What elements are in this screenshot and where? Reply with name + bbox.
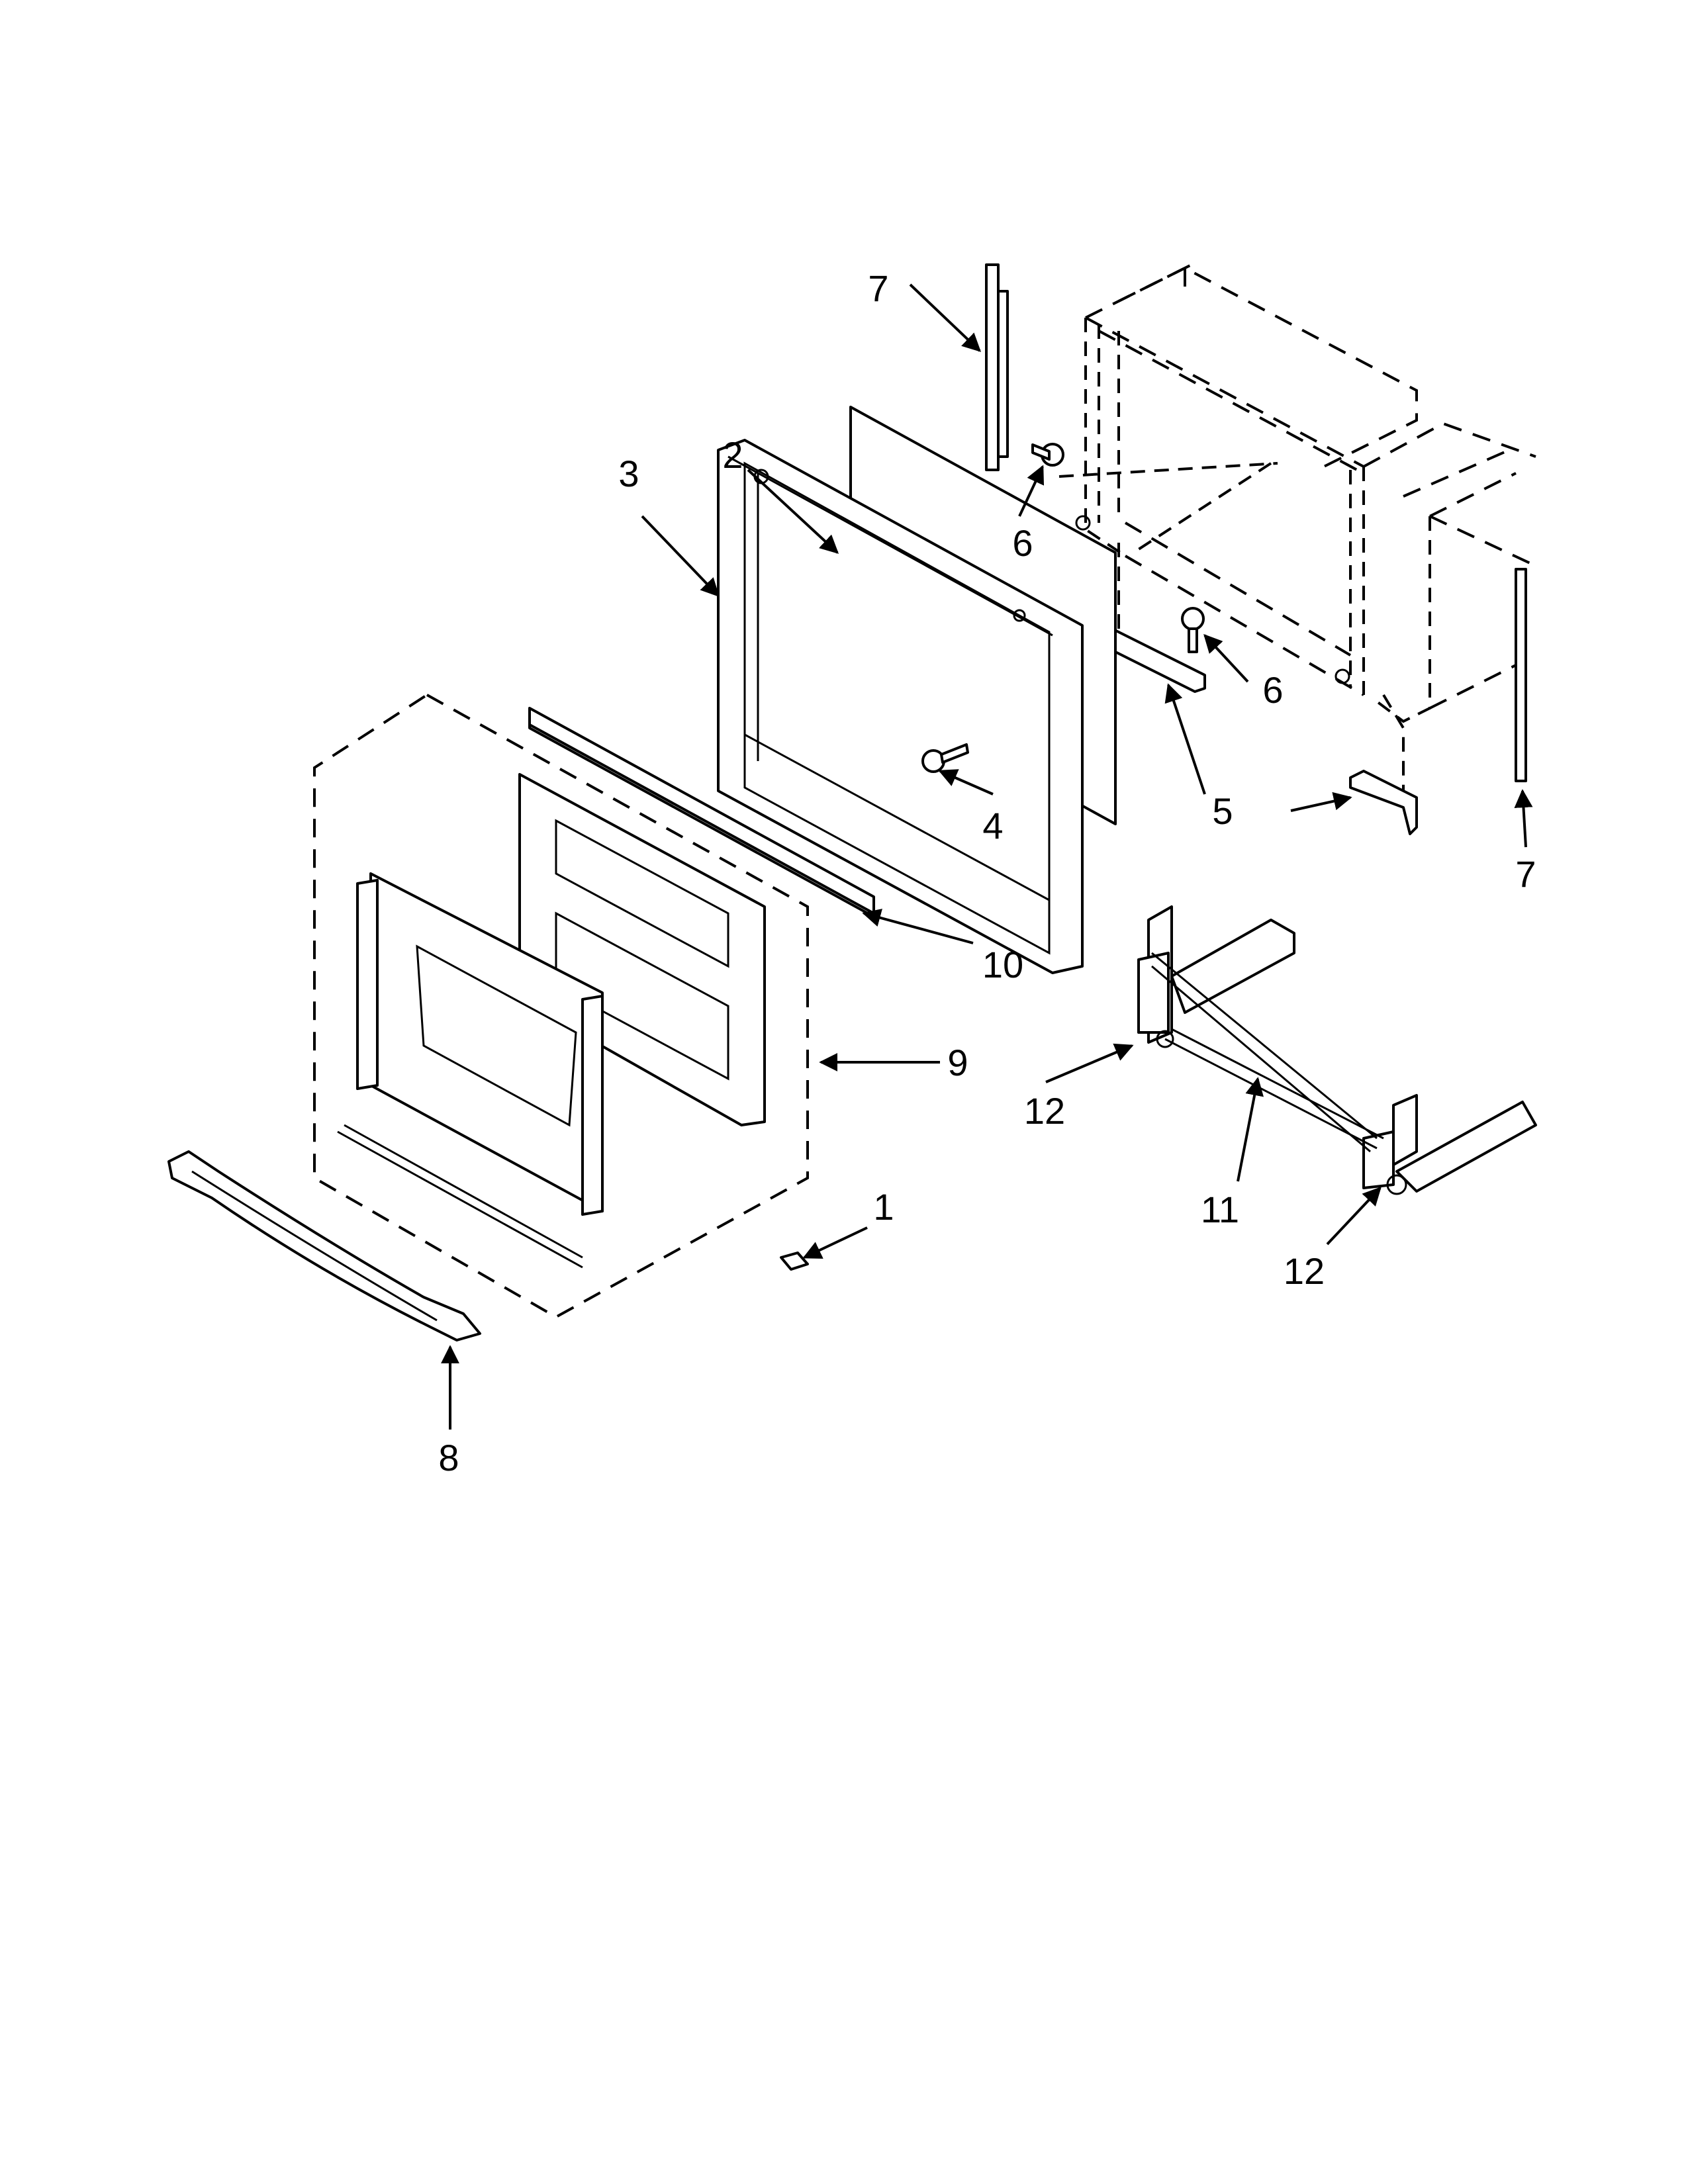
part-8-handle xyxy=(167,1150,481,1342)
callout-6-upper: 6 xyxy=(1012,522,1033,564)
part-11-hinge-link xyxy=(1151,952,1384,1153)
callout-9: 9 xyxy=(947,1042,968,1083)
callout-12-right: 12 xyxy=(1284,1250,1325,1292)
callout-labels: 7 6 2 3 4 6 5 7 10 9 12 11 12 1 8 xyxy=(438,267,1536,1479)
callout-7-lower: 7 xyxy=(1515,853,1536,895)
callout-1: 1 xyxy=(873,1186,894,1228)
part-12-hinge-left xyxy=(1137,905,1295,1048)
callout-4: 4 xyxy=(982,805,1003,846)
part-5-bracket-lower xyxy=(1349,770,1418,835)
oven-cavity-outline xyxy=(1058,263,1536,794)
part-7-trim-right xyxy=(1515,568,1527,782)
callout-10: 10 xyxy=(982,944,1023,985)
part-6-screw-lower xyxy=(1181,607,1205,653)
callout-11: 11 xyxy=(1201,1189,1239,1230)
part-3-door-frame xyxy=(717,439,1084,974)
part-4-screw xyxy=(921,743,969,773)
part-6-screw-upper xyxy=(1031,443,1064,467)
callout-7-upper: 7 xyxy=(868,267,888,309)
part-12-hinge-right xyxy=(1362,1094,1537,1195)
callout-8: 8 xyxy=(438,1437,459,1479)
callout-2: 2 xyxy=(722,434,743,476)
callout-3: 3 xyxy=(618,453,639,494)
part-7-trim-left xyxy=(985,263,1009,471)
part-1-clip xyxy=(780,1251,809,1271)
callout-6-lower: 6 xyxy=(1262,669,1283,711)
callout-12-left: 12 xyxy=(1024,1090,1065,1132)
callout-5: 5 xyxy=(1212,790,1233,832)
leader-lines xyxy=(441,283,1533,1430)
